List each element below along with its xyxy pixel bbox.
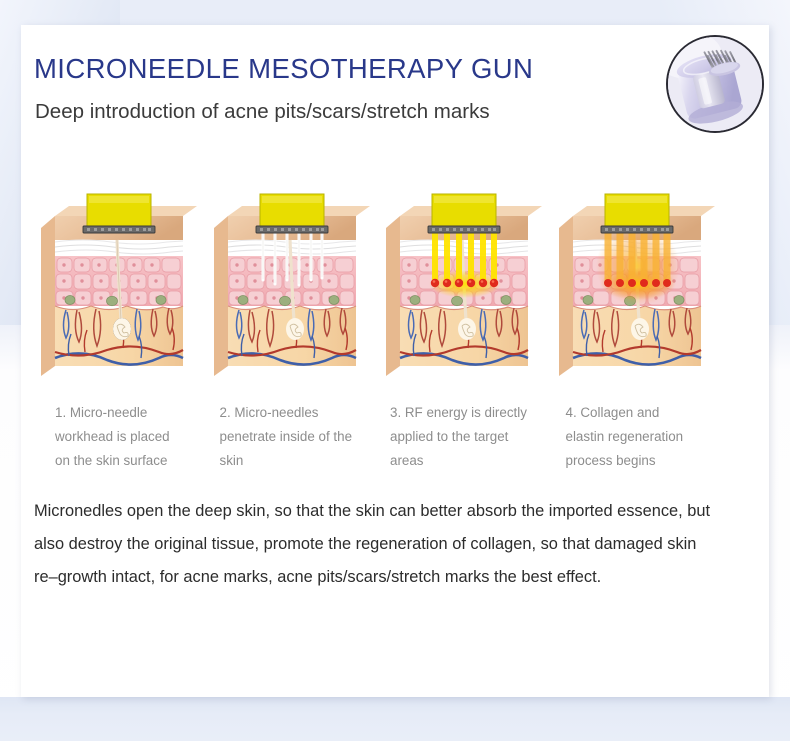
description-paragraph: Micronedles open the deep skin, so that … <box>34 502 711 586</box>
process-step-4-caption: 4. Collagen and elastin regeneration pro… <box>565 405 684 468</box>
process-step-4: 4. Collagen and elastin regeneration pro… <box>551 180 724 473</box>
backdrop-bottom-band <box>0 697 790 741</box>
rf-needle-group <box>429 227 501 298</box>
skin-cross-section-rf-energy-applied-icon <box>378 180 551 380</box>
process-step-3: 3. RF energy is directly applied to the … <box>378 180 551 473</box>
microneedle-cartridge-photo-icon <box>666 35 764 133</box>
collagen-energy-group <box>595 226 680 306</box>
process-steps: 1. Micro-needle workhead is placed on th… <box>33 180 723 473</box>
process-step-3-caption: 3. RF energy is directly applied to the … <box>390 405 527 468</box>
skin-cross-section-collagen-regeneration-icon <box>551 180 724 380</box>
process-step-1-caption: 1. Micro-needle workhead is placed on th… <box>55 405 170 468</box>
skin-cross-section-workhead-placed-icon <box>33 180 206 380</box>
process-step-1: 1. Micro-needle workhead is placed on th… <box>33 180 206 473</box>
skin-cross-section-needles-penetrating-icon <box>206 180 379 380</box>
page-subtitle: Deep introduction of acne pits/scars/str… <box>35 100 490 123</box>
needle-group <box>261 228 323 287</box>
process-step-2: 2. Micro-needles penetrate inside of the… <box>206 180 379 473</box>
page-title: MICRONEEDLE MESOTHERAPY GUN <box>34 53 534 84</box>
process-step-2-caption: 2. Micro-needles penetrate inside of the… <box>219 405 353 468</box>
